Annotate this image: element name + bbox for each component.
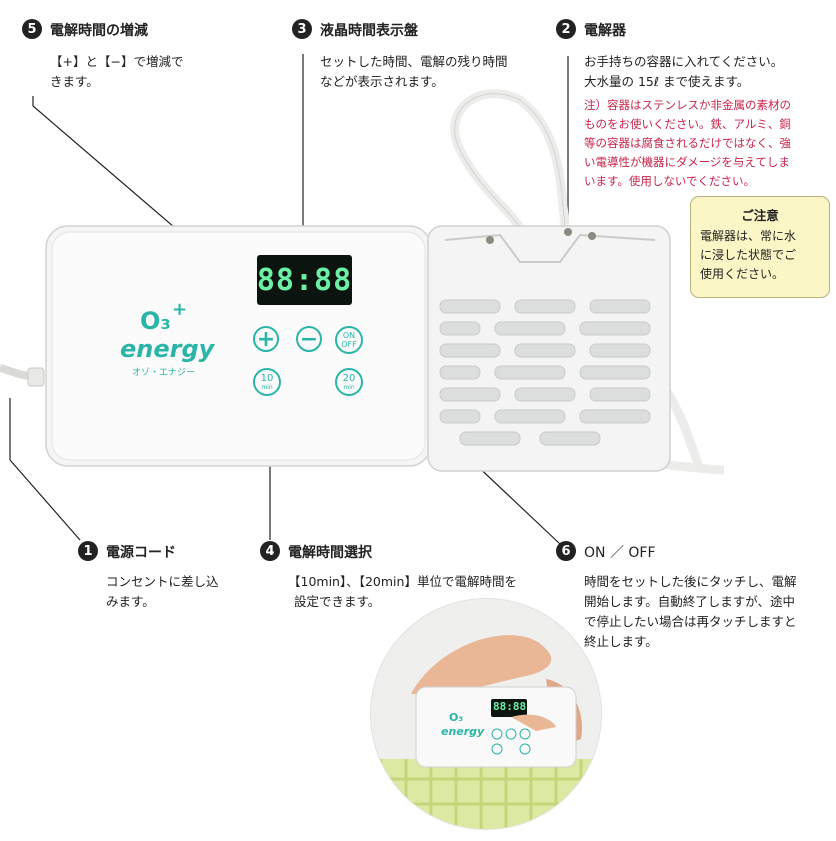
minus-button[interactable]: − <box>296 326 322 352</box>
desc-line: きます。 <box>50 74 99 89</box>
callout-number-2: 2 <box>556 19 576 39</box>
on-label: ON <box>342 331 356 340</box>
caution-text: 電解器は、常に水 に浸した状態でご 使用ください。 <box>700 227 820 284</box>
callout-number-5: 5 <box>22 19 42 39</box>
callout-title-3: 液晶時間表示盤 <box>320 23 418 39</box>
cord-plug <box>27 367 45 387</box>
logo-text: energy <box>120 335 215 363</box>
callout-number-3: 3 <box>292 19 312 39</box>
ten-label: 10 <box>260 372 274 384</box>
off-label: OFF <box>341 340 357 349</box>
callout-title-6: ON ／ OFF <box>584 545 656 561</box>
note-line: 等の容器は腐食されるだけではなく、強 <box>584 136 791 150</box>
callout-desc-1: コンセントに差し込 みます。 <box>106 572 219 612</box>
caution-title: ご注意 <box>741 208 779 223</box>
desc-line: 時間をセットした後にタッチし、電解 <box>584 574 797 589</box>
desc-line: 大水量の 15ℓ まで使えます。 <box>584 74 750 89</box>
plus-icon: + <box>256 326 276 352</box>
callout-title-1: 電源コード <box>106 545 176 561</box>
note-line: い電導性が機器にダメージを与えてしま <box>584 155 790 169</box>
note-line: ものをお使いください。鉄、アルミ、銅 <box>584 117 791 131</box>
callout-number-4: 4 <box>260 541 280 561</box>
caution-line: 使用ください。 <box>700 267 785 281</box>
desc-line: などが表示されます。 <box>320 74 444 89</box>
desc-line: 終止します。 <box>584 634 658 649</box>
desc-line: コンセントに差し込 <box>106 574 219 589</box>
desc-line: みます。 <box>106 594 155 609</box>
callout-number-6: 6 <box>556 541 576 561</box>
photo-logo-mark: O₃ <box>449 711 464 724</box>
desc-line: 【+】と【−】で増減で <box>50 54 184 69</box>
leader-line-1b <box>9 459 81 541</box>
photo-display: 88:88 <box>493 700 527 713</box>
note-line: 注）容器はステンレスか非金属の素材の <box>584 98 791 112</box>
twenty-min-unit: min <box>343 383 355 391</box>
logo-mark: O₃ <box>140 307 171 335</box>
on-off-button[interactable]: ON OFF <box>335 326 363 354</box>
callout-desc-4: 【10min】、【20min】単位で電解時間を 設定できます。 <box>288 572 517 612</box>
ten-min-button[interactable]: 10 min <box>253 368 281 396</box>
callout-desc-3: セットした時間、電解の残り時間 などが表示されます。 <box>320 52 508 92</box>
minus-icon: − <box>299 326 319 352</box>
twenty-label: 20 <box>342 372 356 384</box>
ten-min-unit: min <box>261 383 273 391</box>
callout-number-1: 1 <box>78 541 98 561</box>
usage-photo: 88:88 O₃ energy <box>370 598 602 830</box>
usage-photo-art <box>371 635 601 829</box>
brand-logo: O₃ + energy オゾ・エナジー <box>118 299 214 385</box>
lcd-digits: 88:88 <box>256 262 353 298</box>
note-line: います。使用しないでください。 <box>584 174 756 188</box>
electrolyzer-cable <box>450 89 570 231</box>
callout-title-2: 電解器 <box>584 23 626 39</box>
desc-line: 設定できます。 <box>294 594 381 609</box>
desc-line: セットした時間、電解の残り時間 <box>320 54 508 69</box>
callout-title-4: 電解時間選択 <box>288 545 372 561</box>
callout-title-5: 電解時間の増減 <box>50 23 148 39</box>
callout-desc-2: お手持ちの容器に入れてください。 大水量の 15ℓ まで使えます。 <box>584 52 783 92</box>
plus-button[interactable]: + <box>253 326 279 352</box>
desc-line: お手持ちの容器に入れてください。 <box>584 54 784 69</box>
caution-box: ご注意 電解器は、常に水 に浸した状態でご 使用ください。 <box>690 196 830 298</box>
callout-desc-5: 【+】と【−】で増減で きます。 <box>50 52 183 92</box>
desc-line: で停止したい場合は再タッチしますと <box>584 614 797 629</box>
caution-line: に浸した状態でご <box>700 248 797 262</box>
callout-note-2: 注）容器はステンレスか非金属の素材の ものをお使いください。鉄、アルミ、銅 等の… <box>584 96 791 191</box>
desc-line: 開始します。自動終了しますが、途中 <box>584 594 796 609</box>
caution-line: 電解器は、常に水 <box>700 229 797 243</box>
logo-plus: + <box>172 299 188 320</box>
logo-kana: オゾ・エナジー <box>132 368 196 378</box>
callout-desc-6: 時間をセットした後にタッチし、電解 開始します。自動終了しますが、途中 で停止し… <box>584 572 797 652</box>
desc-line: 【10min】、【20min】単位で電解時間を <box>288 574 517 589</box>
photo-logo: energy <box>441 725 485 738</box>
lcd-display: 88:88 <box>257 255 352 305</box>
twenty-min-button[interactable]: 20 min <box>335 368 363 396</box>
